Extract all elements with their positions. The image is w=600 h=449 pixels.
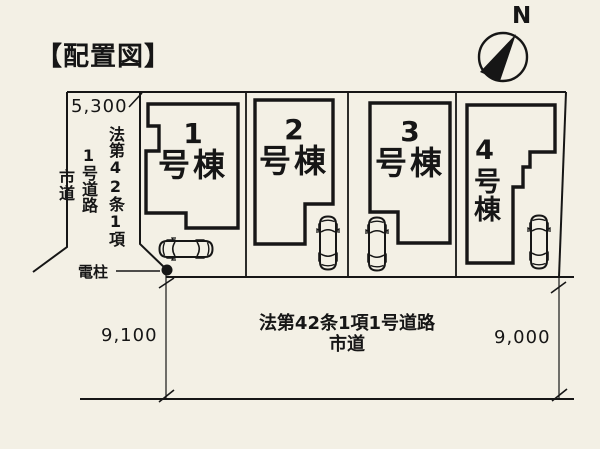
dim-tick	[551, 388, 568, 402]
dimension-lines	[116, 92, 568, 403]
dim-tick-5300	[128, 92, 143, 108]
left-road-type-label: 市道	[56, 169, 75, 201]
car-icon-lot3	[365, 216, 389, 272]
building-3-suffix: 号棟	[374, 144, 445, 182]
car-icon-lot1	[158, 237, 214, 261]
building-4-outline	[465, 103, 557, 265]
building-1-number: 1	[183, 117, 203, 150]
left-road-number-label: 1号道路	[79, 146, 98, 213]
building-1-outline	[144, 102, 240, 230]
building-1-suffix: 号棟	[157, 146, 228, 184]
dimension-front-road-right: 9,000	[494, 327, 551, 348]
compass-needle	[480, 34, 516, 81]
dim-tick	[158, 277, 175, 289]
utility-pole-label: 電柱	[78, 263, 109, 281]
building-1-label: 1 号棟	[138, 117, 248, 184]
page-title: 【配置図】	[36, 42, 172, 72]
building-3-label: 3 号棟	[357, 115, 463, 182]
car-icon-lot4	[527, 214, 551, 270]
building-2-suffix: 号棟	[258, 142, 329, 180]
left-road-west-edge	[32, 92, 68, 273]
left-road-east-edge	[139, 92, 167, 270]
building-2-outline	[253, 98, 335, 246]
compass-north-label: N	[512, 3, 532, 29]
building-outlines	[144, 98, 557, 265]
front-road-regulation: 法第42条1項1号道路	[258, 313, 436, 334]
dim-tick	[158, 389, 175, 403]
dim-tick	[550, 281, 567, 294]
dimension-front-road-left: 9,100	[101, 325, 158, 346]
lot-divider-lines	[245, 92, 457, 277]
building-4-label: 4号棟	[469, 135, 500, 223]
front-road-type: 市道	[329, 333, 365, 355]
building-3-number: 3	[400, 115, 420, 148]
building-3-outline	[368, 101, 452, 245]
car-icon-lot2	[316, 215, 340, 271]
east-boundary-line	[558, 91, 567, 278]
compass-north-icon	[477, 31, 529, 83]
building-2-label: 2 号棟	[241, 113, 347, 180]
building-2-number: 2	[284, 113, 304, 146]
dimension-left-road-width: 5,300	[71, 96, 128, 117]
utility-pole-marker	[161, 264, 173, 276]
left-road-regulation-label: 法第42条1項	[106, 126, 125, 247]
front-road-label: 法第42条1項1号道路 市道	[238, 313, 456, 355]
